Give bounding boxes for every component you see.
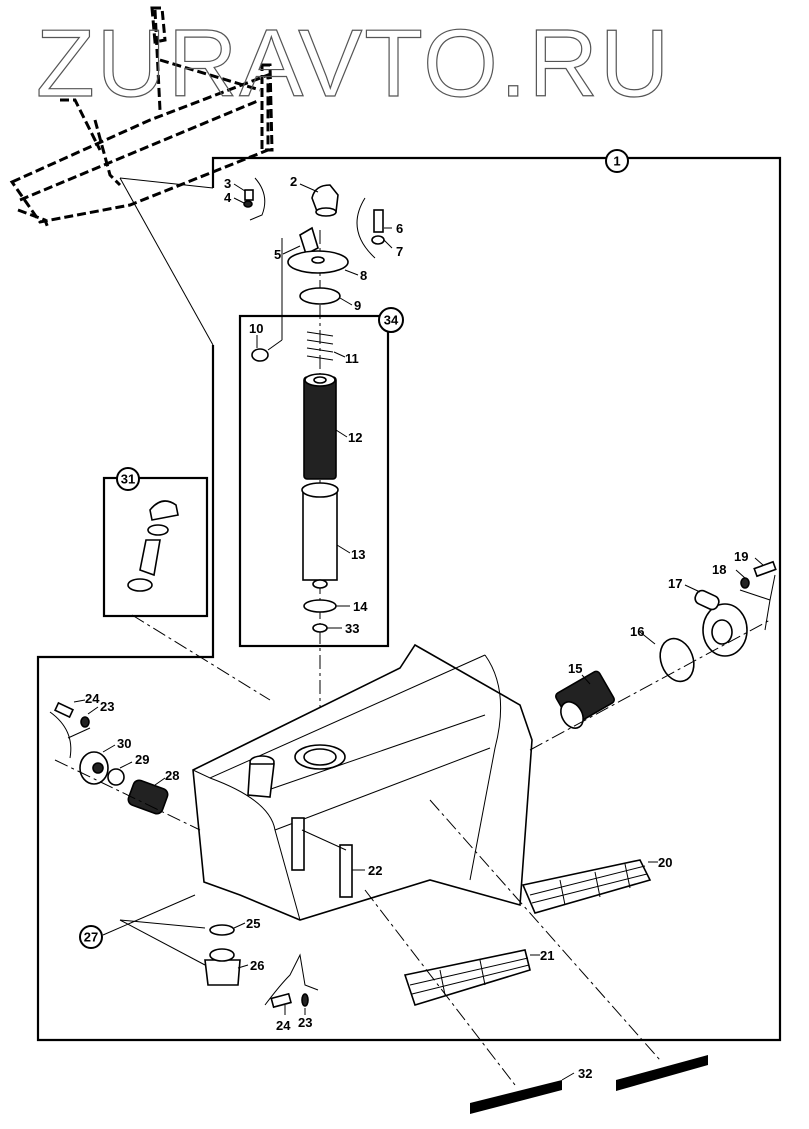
callout-34: 34 — [378, 307, 404, 333]
side-port-group — [49, 701, 201, 831]
svg-text:31: 31 — [121, 472, 135, 487]
decal-strips — [470, 1055, 708, 1114]
leader-lines — [73, 183, 764, 1081]
label-part-9: 9 — [354, 298, 361, 313]
label-part-12: 12 — [348, 430, 362, 445]
svg-text:34: 34 — [384, 313, 399, 328]
label-part-33: 33 — [345, 621, 359, 636]
label-part-25: 25 — [246, 916, 260, 931]
label-part-19: 19 — [734, 549, 748, 564]
label-part-17: 17 — [668, 576, 682, 591]
watermark: ZURAVTO.RU — [36, 10, 671, 117]
filter-kit-frame — [238, 314, 390, 648]
svg-text:1: 1 — [613, 154, 620, 169]
drain-plug-group: 27 — [79, 894, 319, 1009]
part-labels: 2 3 4 5 6 7 8 9 10 11 12 13 14 33 15 16 … — [85, 174, 748, 1081]
filter-kit-parts — [251, 331, 339, 633]
filler-cap-kit-frame — [102, 476, 209, 618]
hydraulic-tank — [192, 643, 533, 921]
filler-elbow-group — [243, 177, 385, 305]
label-part-7: 7 — [396, 244, 403, 259]
label-part-11: 11 — [345, 351, 359, 366]
filler-cap-kit-parts — [127, 500, 271, 701]
steps — [364, 799, 661, 1086]
label-part-21: 21 — [540, 948, 554, 963]
label-part-10: 10 — [249, 321, 263, 336]
chassis-frame-illustration — [9, 6, 274, 346]
label-part-5: 5 — [274, 247, 281, 262]
label-part-29: 29 — [135, 752, 149, 767]
return-filter-group — [529, 560, 777, 751]
label-part-16: 16 — [630, 624, 644, 639]
label-part-3: 3 — [224, 176, 231, 191]
label-part-23-bottom: 23 — [298, 1015, 312, 1030]
label-part-22: 22 — [368, 863, 382, 878]
label-part-30: 30 — [117, 736, 131, 751]
callout-31: 31 — [116, 467, 140, 491]
label-part-8: 8 — [360, 268, 367, 283]
label-part-6: 6 — [396, 221, 403, 236]
label-part-24-top: 24 — [85, 691, 100, 706]
label-part-18: 18 — [712, 562, 726, 577]
label-part-28: 28 — [165, 768, 179, 783]
label-part-4: 4 — [224, 190, 232, 205]
label-part-14: 14 — [353, 599, 368, 614]
callout-27 — [79, 925, 103, 949]
label-part-13: 13 — [351, 547, 365, 562]
label-part-20: 20 — [658, 855, 672, 870]
callout-1: 1 — [605, 149, 629, 173]
label-part-15: 15 — [568, 661, 582, 676]
label-part-2: 2 — [290, 174, 297, 189]
label-part-32: 32 — [578, 1066, 592, 1081]
label-part-23-top: 23 — [100, 699, 114, 714]
callout-27-label: 27 — [84, 930, 98, 945]
main-assembly-frame — [36, 156, 782, 1042]
label-part-26: 26 — [250, 958, 264, 973]
label-part-24-bottom: 24 — [276, 1018, 291, 1033]
